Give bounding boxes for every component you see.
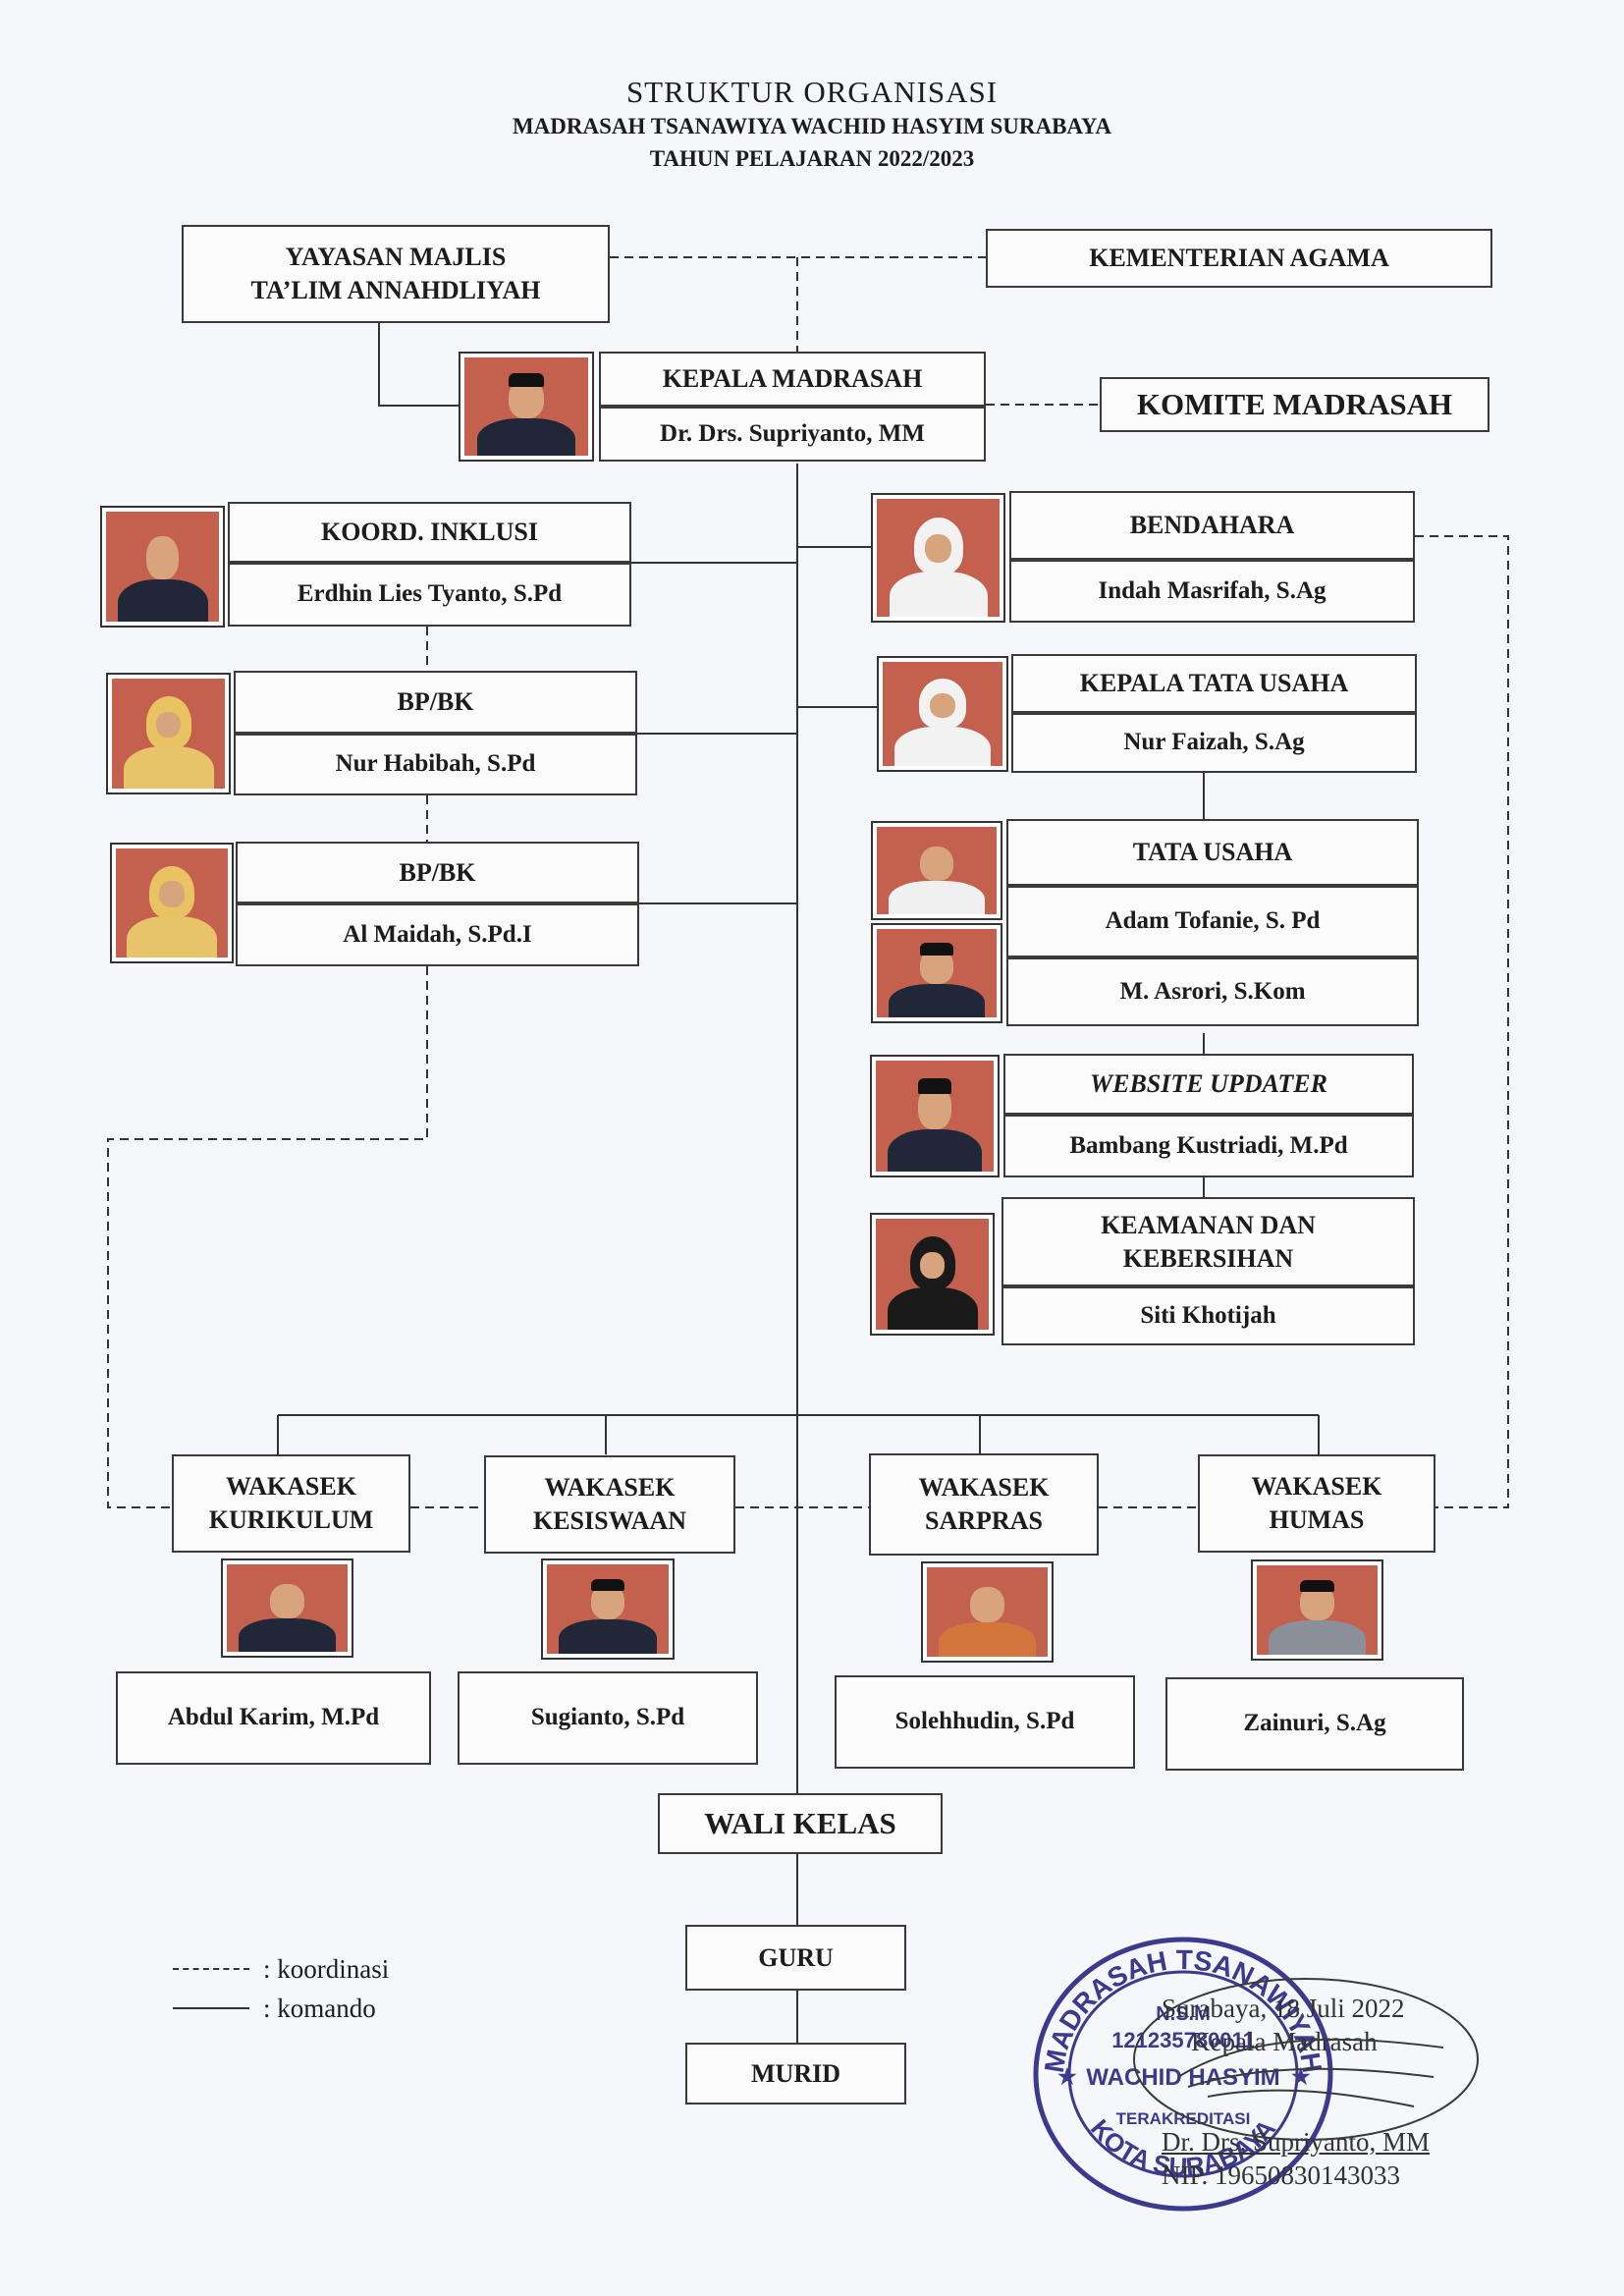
ktu-photo xyxy=(877,656,1008,772)
tu-adam-name-box: Adam Tofanie, S. Pd xyxy=(1006,886,1419,957)
handwritten-signature xyxy=(1133,1978,1479,2141)
bp-maidah-photo xyxy=(110,843,234,963)
bp-habibah-name-box: Nur Habibah, S.Pd xyxy=(234,734,637,795)
web-photo xyxy=(870,1055,1000,1177)
bendahara-name-box: Indah Masrifah, S.Ag xyxy=(1009,560,1415,623)
kepala-role-box: KEPALA MADRASAH xyxy=(599,352,986,407)
yayasan-box: YAYASAN MAJLIS TA’LIM ANNAHDLIYAH xyxy=(182,225,610,323)
bp-maidah-role-box: BP/BK xyxy=(236,842,639,903)
bendahara-photo xyxy=(871,493,1005,623)
legend-komando-label: : komando xyxy=(263,1993,376,2023)
legend-dashed-line xyxy=(173,1968,249,1970)
keamanan-name-box: Siti Khotijah xyxy=(1001,1286,1415,1345)
komite-box: KOMITE MADRASAH xyxy=(1100,377,1489,432)
yayasan-to-kepala xyxy=(378,323,461,407)
koord-role-box: KOORD. INKLUSI xyxy=(228,502,631,563)
signature-place-date: Surabaya, 18 Juli 2022 xyxy=(1162,1994,1405,2023)
wakasek-humas-name-box: Zainuri, S.Ag xyxy=(1165,1677,1464,1771)
signature-name: Dr. Drs. Supriyanto, MM xyxy=(1162,2127,1431,2157)
kemenag-box: KEMENTERIAN AGAMA xyxy=(986,229,1492,288)
signature-nip: NIP. 19650830143033 xyxy=(1162,2160,1401,2190)
bendahara-role-box: BENDAHARA xyxy=(1009,491,1415,560)
madrasah-stamp: MADRASAH TSANAWIYAH KOTA SURABAYA N.S.M … xyxy=(1033,1937,1333,2212)
bp-maidah-name-box: Al Maidah, S.Pd.I xyxy=(236,903,639,966)
legend-solid-line xyxy=(173,2007,249,2009)
bp-habibah-role-box: BP/BK xyxy=(234,671,637,734)
legend-komando: : komando xyxy=(173,1989,389,2028)
chart-year: TAHUN PELAJARAN 2022/2023 xyxy=(649,146,975,171)
guru-box: GURU xyxy=(685,1925,906,1991)
chart-subtitle: MADRASAH TSANAWIYA WACHID HASYIM SURABAY… xyxy=(512,114,1112,138)
komando-lines xyxy=(277,323,1320,2043)
wakasek-kurikulum-box: WAKASEK KURIKULUM xyxy=(172,1454,410,1553)
stamp-name: WACHID HASYIM xyxy=(1086,2064,1279,2091)
ktu-name-box: Nur Faizah, S.Ag xyxy=(1011,713,1417,773)
koord-photo xyxy=(100,506,225,628)
chart-title: STRUKTUR ORGANISASI xyxy=(625,75,999,109)
bp2-down-left xyxy=(107,966,428,1508)
wakasek-sarpras-photo xyxy=(921,1561,1054,1663)
wakasek-humas-box: WAKASEK HUMAS xyxy=(1198,1454,1435,1553)
kepala-photo xyxy=(459,352,594,462)
koordinasi-lines xyxy=(107,256,1509,1508)
wakasek-kurikulum-photo xyxy=(221,1558,353,1658)
tu-asrori-photo xyxy=(871,923,1002,1023)
signature-block: Surabaya, 18 Juli 2022 Kepala Madrasah D… xyxy=(1162,1992,1430,2192)
tu-asrori-name-box: M. Asrori, S.Kom xyxy=(1006,957,1419,1026)
koord-name-box: Erdhin Lies Tyanto, S.Pd xyxy=(228,563,631,627)
ktu-role-box: KEPALA TATA USAHA xyxy=(1011,654,1417,713)
wakasek-kesiswaan-photo xyxy=(541,1558,675,1660)
murid-box: MURID xyxy=(685,2043,906,2105)
wakasek-humas-photo xyxy=(1251,1559,1383,1661)
wali-kelas-box: WALI KELAS xyxy=(658,1793,943,1854)
legend-koordinasi-label: : koordinasi xyxy=(263,1953,390,1984)
bp-habibah-photo xyxy=(106,673,231,794)
wakasek-kesiswaan-name-box: Sugianto, S.Pd xyxy=(458,1671,758,1765)
kepala-name-box: Dr. Drs. Supriyanto, MM xyxy=(599,407,986,462)
keamanan-photo xyxy=(870,1213,995,1336)
web-name-box: Bambang Kustriadi, M.Pd xyxy=(1003,1115,1414,1177)
wakasek-sarpras-box: WAKASEK SARPRAS xyxy=(869,1453,1099,1556)
keamanan-role-box: KEAMANAN DAN KEBERSIHAN xyxy=(1001,1197,1415,1286)
legend: : koordinasi : komando xyxy=(173,1949,389,2028)
tu-adam-photo xyxy=(871,821,1002,920)
legend-koordinasi: : koordinasi xyxy=(173,1949,389,1989)
stamp-star-left: ★ xyxy=(1057,2064,1077,2089)
tu-role-box: TATA USAHA xyxy=(1006,819,1419,886)
web-role-box: WEBSITE UPDATER xyxy=(1003,1054,1414,1115)
stamp-nsm: N.S.M xyxy=(1156,2003,1211,2025)
stamp-status: TERAKREDITASI xyxy=(1116,2109,1251,2128)
wakasek-sarpras-name-box: Solehhudin, S.Pd xyxy=(835,1675,1135,1769)
bendahara-to-humas xyxy=(1415,535,1509,1508)
wakasek-kurikulum-name-box: Abdul Karim, M.Pd xyxy=(116,1671,431,1765)
wakasek-kesiswaan-box: WAKASEK KESISWAAN xyxy=(484,1455,735,1554)
